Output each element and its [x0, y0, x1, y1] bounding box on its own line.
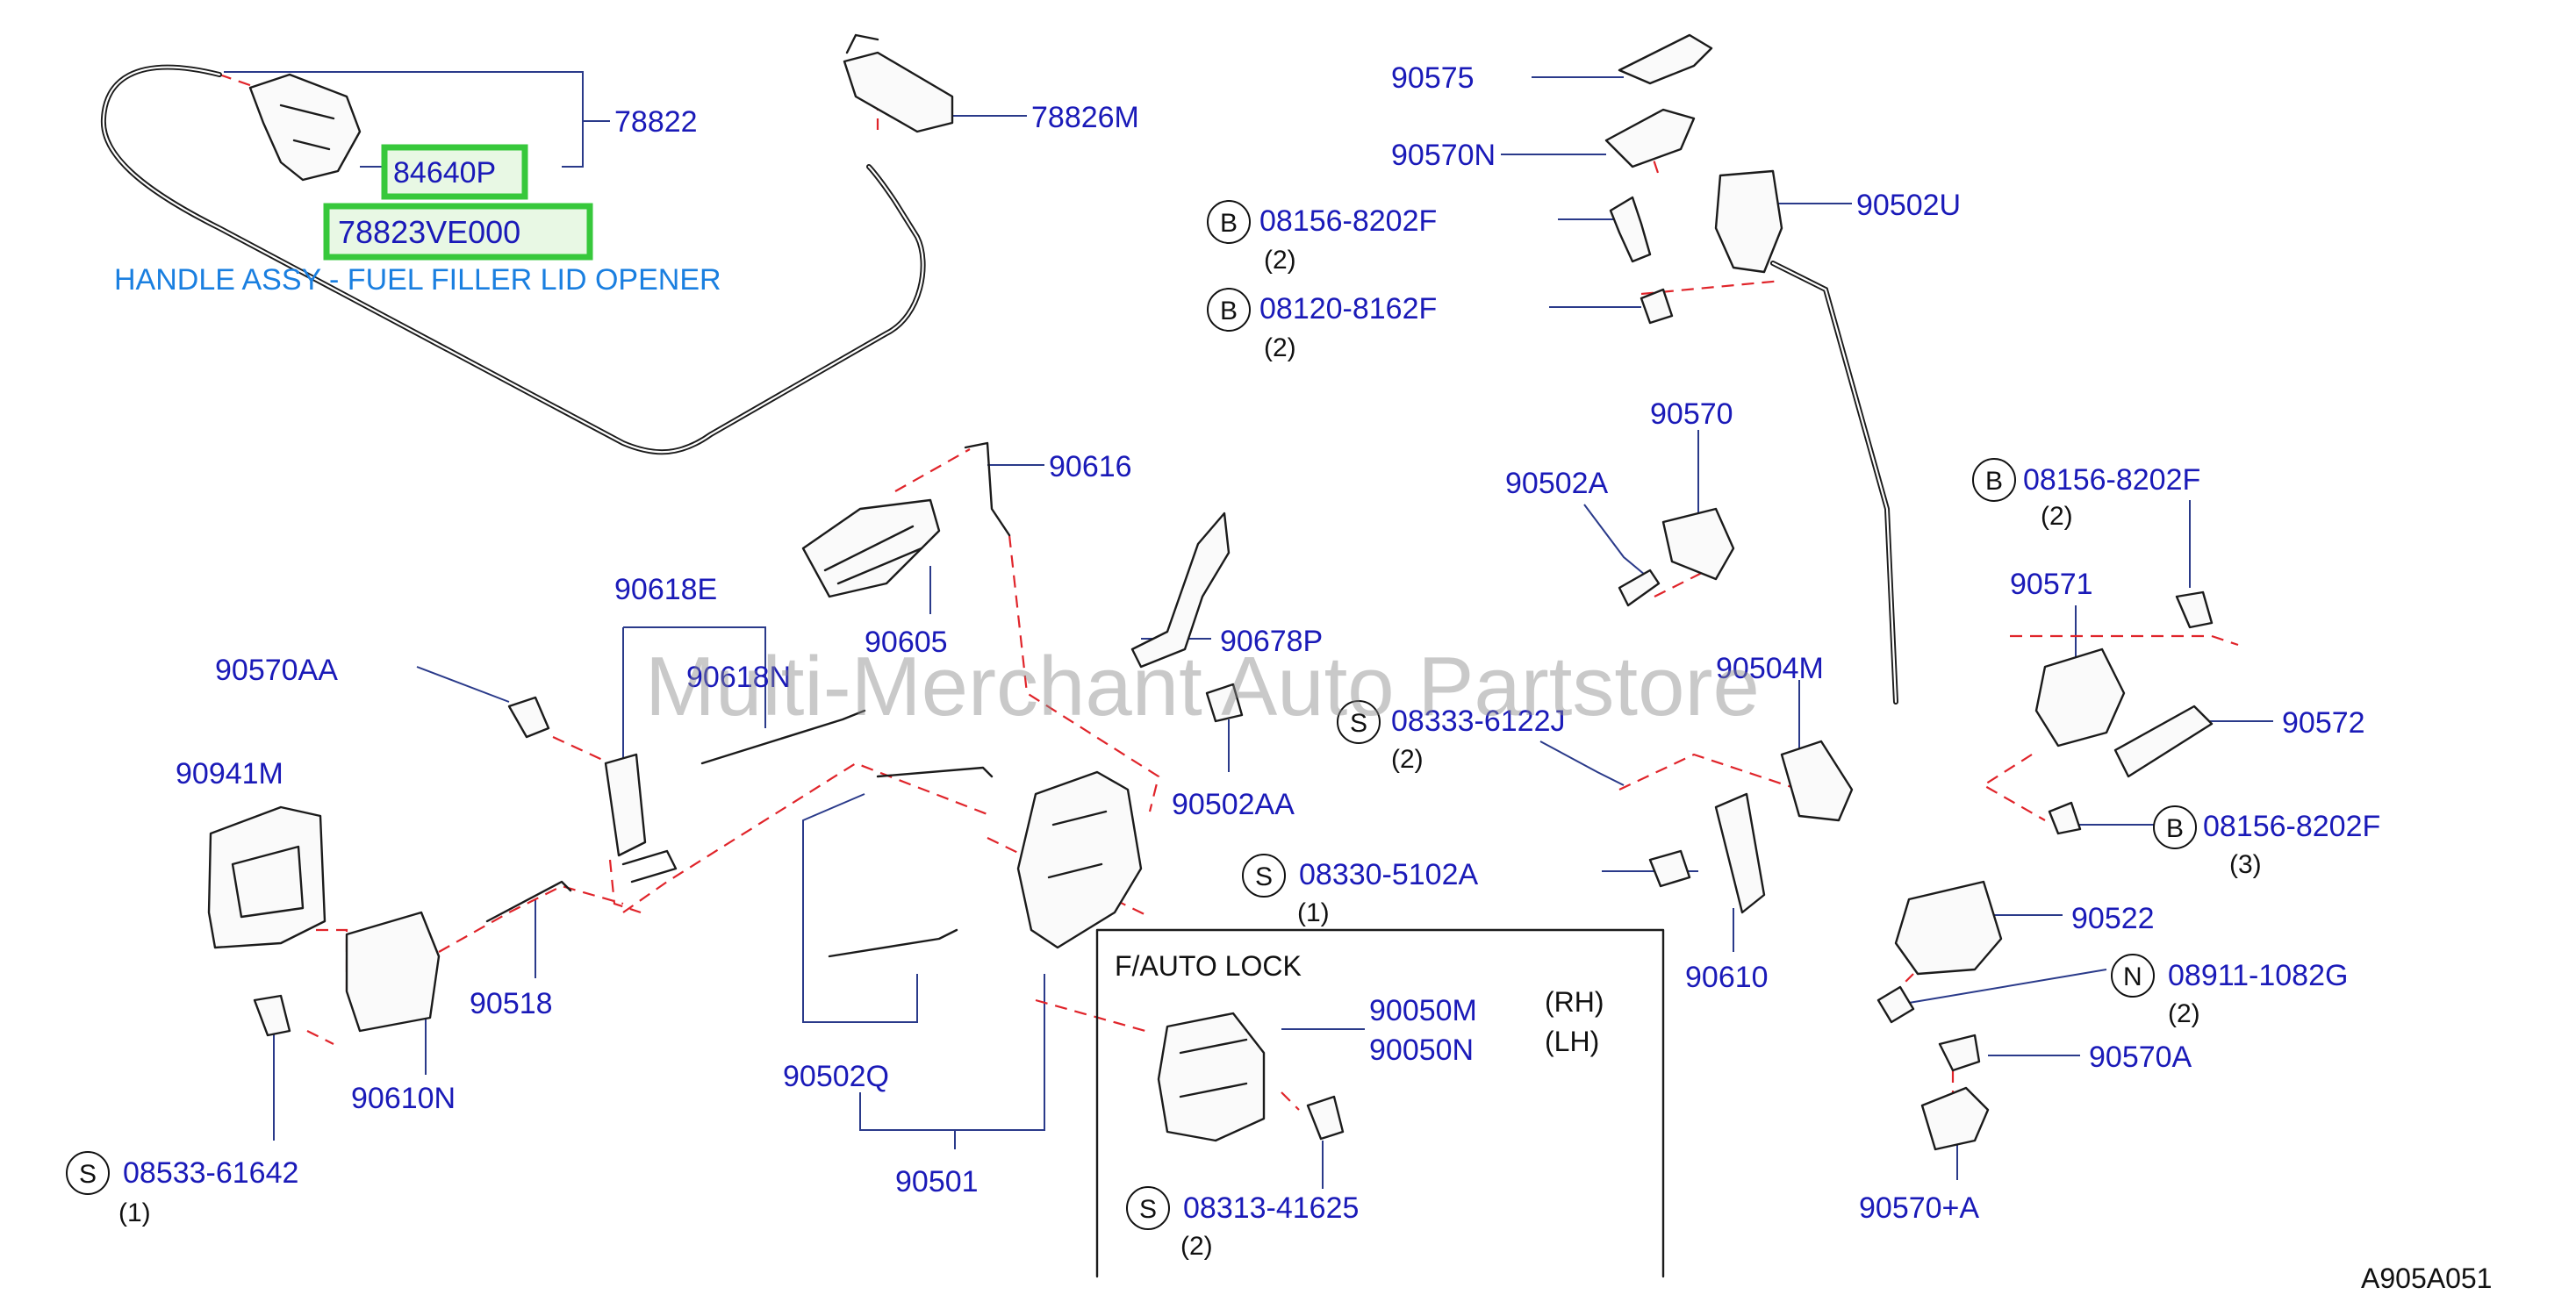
watermark: Multi-Merchant Auto Partstore — [645, 640, 1760, 733]
part-90570N[interactable]: 90570N — [1391, 139, 1496, 172]
qty-08313-41625: (2) — [1180, 1232, 1213, 1261]
part-artwork — [100, 33, 2214, 1151]
fuel-lid-handle-note: HANDLE ASSY - FUEL FILLER LID OPENER — [114, 263, 721, 297]
qty-08156-8202F-right: (2) — [2041, 502, 2073, 531]
part-90618N[interactable]: 90618N — [686, 661, 791, 694]
part-08313-41625[interactable]: 08313-41625 — [1183, 1191, 1359, 1225]
part-08156-8202F-lower[interactable]: 08156-8202F — [2203, 810, 2380, 843]
qty-08156-8202F-top: (2) — [1264, 246, 1296, 275]
part-90575[interactable]: 90575 — [1391, 61, 1475, 95]
quantity-labels: (2) (2) (2) (2) (3) (1) (2) (1) (2) — [118, 246, 2262, 1261]
part-90502AA[interactable]: 90502AA — [1172, 788, 1295, 821]
qty-08156-8202F-lower: (3) — [2229, 850, 2262, 879]
qty-08911-1082G: (2) — [2168, 999, 2200, 1028]
part-90570AA[interactable]: 90570AA — [215, 654, 338, 687]
part-90678P[interactable]: 90678P — [1220, 625, 1323, 658]
part-90570[interactable]: 90570 — [1650, 397, 1733, 431]
qty-08533-61642: (1) — [118, 1198, 151, 1227]
part-08330-5102A[interactable]: 08330-5102A — [1299, 858, 1479, 891]
part-08156-8202F-right[interactable]: 08156-8202F — [2023, 463, 2200, 497]
symbol-b: B — [1985, 467, 2003, 496]
part-08156-8202F-top[interactable]: 08156-8202F — [1259, 204, 1437, 238]
part-90570A[interactable]: 90570A — [2089, 1041, 2192, 1074]
part-90504M[interactable]: 90504M — [1716, 652, 1824, 685]
part-78823VE000[interactable]: 78823VE000 — [338, 214, 520, 250]
rh-label: (RH) — [1545, 986, 1604, 1018]
symbol-n: N — [2123, 962, 2142, 991]
part-08333-6122J[interactable]: 08333-6122J — [1391, 705, 1566, 738]
symbol-b: B — [1220, 209, 1238, 238]
symbol-markers: B B B S B S N S S — [66, 200, 2197, 1230]
symbol-s: S — [1255, 862, 1273, 891]
part-78822[interactable]: 78822 — [614, 105, 698, 139]
part-90570-plus-A[interactable]: 90570+A — [1859, 1191, 1979, 1225]
part-90502U[interactable]: 90502U — [1856, 189, 1961, 222]
part-90571[interactable]: 90571 — [2010, 568, 2093, 601]
highlight-84640P — [381, 144, 528, 200]
qty-08120-8162F: (2) — [1264, 333, 1296, 362]
part-90605[interactable]: 90605 — [865, 626, 948, 659]
part-90502A[interactable]: 90502A — [1505, 467, 1609, 500]
part-90941M[interactable]: 90941M — [176, 757, 283, 790]
symbol-b: B — [2166, 814, 2184, 843]
diagram-code: A905A051 — [2361, 1263, 2492, 1294]
part-90610[interactable]: 90610 — [1685, 961, 1769, 994]
symbol-s: S — [79, 1160, 97, 1189]
lh-label: (LH) — [1545, 1026, 1599, 1057]
part-90616[interactable]: 90616 — [1049, 450, 1132, 483]
part-08911-1082G[interactable]: 08911-1082G — [2168, 959, 2348, 992]
part-08120-8162F[interactable]: 08120-8162F — [1259, 292, 1437, 326]
highlight-78823VE000 — [323, 203, 593, 261]
auto-lock-title: F/AUTO LOCK — [1115, 950, 1302, 982]
symbol-s: S — [1350, 709, 1367, 738]
auto-lock-box: F/AUTO LOCK (RH) (LH) — [1095, 928, 1665, 1278]
part-90518[interactable]: 90518 — [470, 987, 553, 1020]
part-labels: 78822 84640P 78823VE000 78826M 90575 905… — [123, 61, 2380, 1225]
part-90618E[interactable]: 90618E — [614, 573, 717, 606]
qty-08333-6122J: (2) — [1391, 745, 1424, 774]
part-90502Q[interactable]: 90502Q — [783, 1060, 889, 1093]
part-90050N[interactable]: 90050N — [1369, 1034, 1474, 1067]
symbol-s: S — [1139, 1195, 1157, 1224]
part-08533-61642[interactable]: 08533-61642 — [123, 1156, 298, 1190]
part-90572[interactable]: 90572 — [2282, 706, 2365, 740]
qty-08330-5102A: (1) — [1297, 898, 1330, 927]
part-90610N[interactable]: 90610N — [351, 1082, 456, 1115]
part-90050M[interactable]: 90050M — [1369, 994, 1477, 1027]
part-84640P[interactable]: 84640P — [393, 156, 496, 190]
part-90522[interactable]: 90522 — [2071, 902, 2155, 935]
part-78826M[interactable]: 78826M — [1031, 101, 1139, 134]
symbol-b: B — [1220, 297, 1238, 326]
part-90501[interactable]: 90501 — [895, 1165, 979, 1198]
